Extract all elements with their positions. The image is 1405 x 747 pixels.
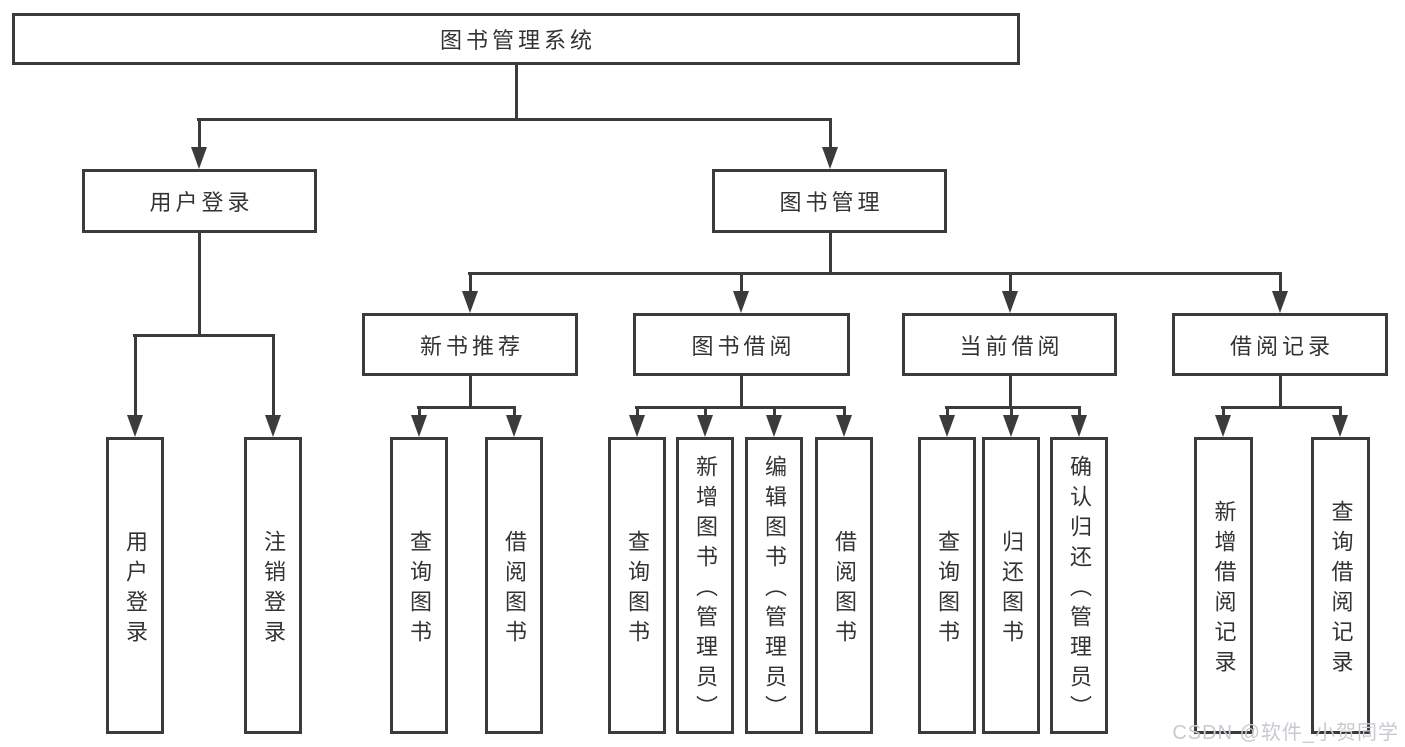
node-user-login-label: 用户登录 bbox=[149, 190, 254, 215]
arrow-borrow-query-icon bbox=[629, 406, 645, 437]
leaf-confirm-return-admin: 确认归还（管理员） bbox=[1050, 437, 1108, 734]
arrow-to-current-borrow-icon bbox=[1002, 272, 1018, 313]
arrow-to-user-login-icon bbox=[191, 118, 207, 169]
arrow-records-add-icon bbox=[1215, 406, 1231, 437]
node-root-system: 图书管理系统 bbox=[12, 13, 1020, 65]
leaf-query-borrow-record: 查询借阅记录 bbox=[1311, 437, 1370, 734]
connector-current-horizontal bbox=[945, 406, 1081, 409]
leaf-recommend-borrow-books-label: 借阅图书 bbox=[502, 529, 527, 650]
node-current-borrow-label: 当前借阅 bbox=[959, 333, 1064, 359]
leaf-logout: 注销登录 bbox=[244, 437, 302, 734]
leaf-return-book-label: 归还图书 bbox=[999, 529, 1024, 650]
arrow-borrow-edit-icon bbox=[766, 406, 782, 437]
leaf-add-borrow-record: 新增借阅记录 bbox=[1194, 437, 1253, 734]
leaf-add-borrow-record-label: 新增借阅记录 bbox=[1211, 499, 1237, 680]
node-borrow-records-label: 借阅记录 bbox=[1229, 333, 1334, 359]
leaf-confirm-return-admin-label: 确认归还（管理员） bbox=[1067, 454, 1092, 725]
connector-user-login-horizontal bbox=[133, 334, 275, 337]
arrow-to-new-book-recommend-icon bbox=[462, 272, 478, 313]
arrow-borrow-add-icon bbox=[697, 406, 713, 437]
node-borrow-records: 借阅记录 bbox=[1172, 313, 1388, 376]
leaf-borrow-query-books: 查询图书 bbox=[608, 437, 666, 734]
leaf-user-login-label: 用户登录 bbox=[123, 529, 148, 650]
connector-level3-horizontal bbox=[468, 272, 1282, 275]
connector-records-horizontal bbox=[1221, 406, 1342, 409]
arrow-recommend-query-icon bbox=[411, 406, 427, 437]
connector-current-stem bbox=[1009, 376, 1012, 407]
leaf-return-book: 归还图书 bbox=[982, 437, 1040, 734]
node-new-book-recommend: 新书推荐 bbox=[362, 313, 578, 376]
leaf-recommend-query-books-label: 查询图书 bbox=[407, 529, 432, 650]
node-book-management-label: 图书管理 bbox=[779, 190, 884, 215]
arrow-to-book-borrow-icon bbox=[733, 272, 749, 313]
connector-book-management-stem bbox=[829, 233, 832, 274]
node-book-borrow-label: 图书借阅 bbox=[691, 333, 796, 359]
connector-recommend-horizontal bbox=[417, 406, 516, 409]
node-new-book-recommend-label: 新书推荐 bbox=[419, 333, 524, 359]
arrow-current-confirm-icon bbox=[1071, 406, 1087, 437]
leaf-logout-label: 注销登录 bbox=[261, 529, 286, 650]
watermark: CSDN @软件_小贺同学 bbox=[1172, 722, 1399, 744]
connector-root-stem bbox=[515, 65, 518, 120]
leaf-current-query-books-label: 查询图书 bbox=[935, 529, 960, 650]
leaf-recommend-query-books: 查询图书 bbox=[390, 437, 448, 734]
leaf-add-book-admin-label: 新增图书（管理员） bbox=[693, 454, 718, 725]
leaf-edit-book-admin-label: 编辑图书（管理员） bbox=[762, 454, 787, 725]
arrow-current-return-icon bbox=[1003, 406, 1019, 437]
connector-recommend-stem bbox=[469, 376, 472, 407]
leaf-borrow-borrow-books-label: 借阅图书 bbox=[832, 529, 857, 650]
arrow-records-query-icon bbox=[1332, 406, 1348, 437]
arrow-to-borrow-records-icon bbox=[1272, 272, 1288, 313]
connector-user-login-stem bbox=[198, 233, 201, 335]
arrow-to-leaf-logout-icon bbox=[265, 334, 281, 437]
leaf-user-login: 用户登录 bbox=[106, 437, 164, 734]
arrow-recommend-borrow-icon bbox=[506, 406, 522, 437]
connector-borrow-stem bbox=[740, 376, 743, 407]
node-current-borrow: 当前借阅 bbox=[902, 313, 1117, 376]
leaf-borrow-borrow-books: 借阅图书 bbox=[815, 437, 873, 734]
arrow-to-leaf-login-icon bbox=[127, 334, 143, 437]
leaf-recommend-borrow-books: 借阅图书 bbox=[485, 437, 543, 734]
arrow-borrow-borrow-icon bbox=[836, 406, 852, 437]
leaf-add-book-admin: 新增图书（管理员） bbox=[676, 437, 734, 734]
connector-root-horizontal bbox=[197, 118, 831, 121]
arrow-current-query-icon bbox=[939, 406, 955, 437]
arrow-to-book-management-icon bbox=[822, 118, 838, 169]
node-book-borrow: 图书借阅 bbox=[633, 313, 850, 376]
node-user-login: 用户登录 bbox=[82, 169, 317, 233]
node-root-label: 图书管理系统 bbox=[439, 28, 596, 53]
connector-borrow-horizontal bbox=[635, 406, 846, 409]
leaf-borrow-query-books-label: 查询图书 bbox=[625, 529, 650, 650]
connector-records-stem bbox=[1279, 376, 1282, 407]
leaf-query-borrow-record-label: 查询借阅记录 bbox=[1328, 499, 1354, 680]
leaf-edit-book-admin: 编辑图书（管理员） bbox=[745, 437, 803, 734]
node-book-management: 图书管理 bbox=[712, 169, 947, 233]
leaf-current-query-books: 查询图书 bbox=[918, 437, 976, 734]
